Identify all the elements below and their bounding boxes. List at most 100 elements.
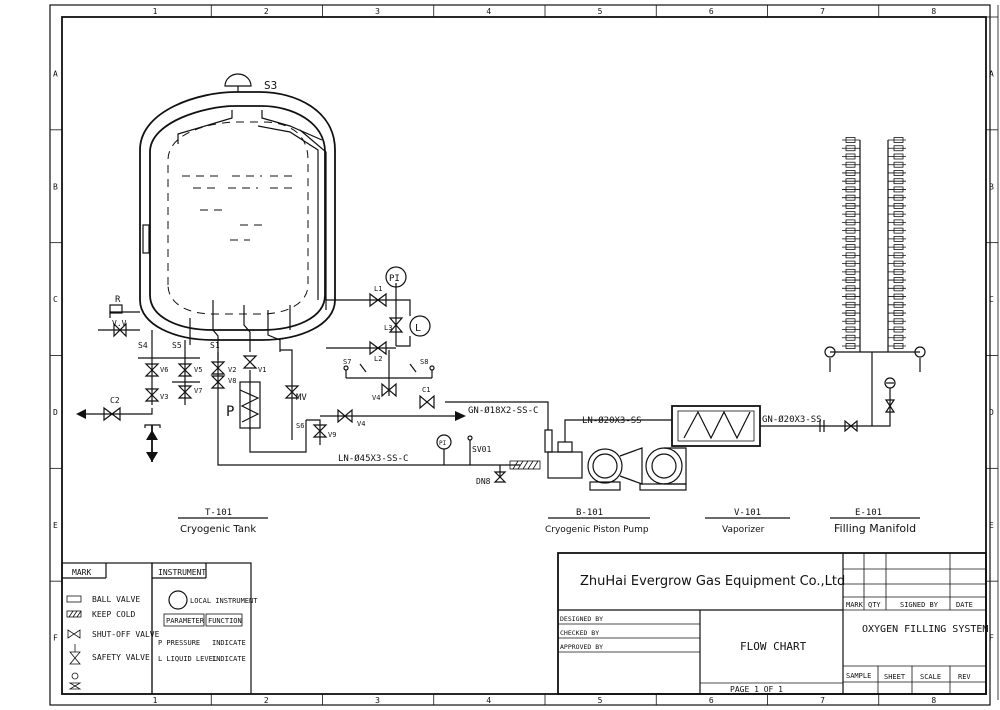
legend-indicate-1: INDICATE [212,639,246,647]
manifold-valve [893,145,904,152]
manifold-valve [845,285,856,292]
tank-valves [138,355,258,402]
manifold-valve [893,343,904,349]
manifold-valve [893,293,904,300]
label-l1: L1 [374,285,382,293]
legend-safety: SAFETY VALVE [92,653,150,662]
manifold-valve [845,170,856,176]
manifold-valve [893,277,904,283]
legend-indicate-2: INDICATE [212,655,246,663]
tank-tag-s3: S3 [264,79,277,92]
drain-outlet [76,406,161,462]
manifold-valve [893,326,904,333]
label-v1: V1 [258,366,266,374]
legend-function: FUNCTION [208,617,242,625]
manifold-valve [845,343,856,349]
manifold-valve [845,277,856,283]
grid-row-label: D [53,408,58,417]
grid-row-label: C [989,295,994,304]
manifold-valve [845,318,856,325]
valve-symbol [144,363,160,377]
manifold-valve [845,186,856,193]
manifold-valve [893,203,904,209]
safety-valve-icon [69,651,81,665]
legend-pressure: P PRESSURE [158,639,200,647]
drawing-title: FLOW CHART [740,640,807,653]
label-s8: S8 [420,358,428,366]
eq-name-vaporizer: Vaporizer [722,525,765,535]
label-v7: V7 [194,387,202,395]
manifold-valve [845,227,856,234]
manifold-valve [845,260,856,267]
manifold-valve [893,194,904,201]
pipe-gn-out: GN-Ø20X3-SS [762,414,822,425]
manifold-valve [845,334,856,341]
eq-tag-manifold: E-101 [855,508,882,518]
grid-row-label: B [989,182,994,191]
manifold-valve [893,137,904,143]
label-v2: V2 [228,366,236,374]
grid-column-label: 8 [931,7,936,16]
label-s6: S6 [296,422,304,430]
manifold-valve [893,334,904,341]
grid-column-label: 1 [153,696,158,705]
col-signed-by: SIGNED BY [900,601,939,609]
label-s4: S4 [138,341,148,350]
manifold-valve [845,326,856,333]
grid-column-label: 6 [709,696,714,705]
legend: MARK INSTRUMENT BALL VALVE KEEP COLD SHU… [61,562,258,695]
manifold-valve [893,310,904,316]
grid-column-label: 6 [709,7,714,16]
label-r: R [115,295,121,305]
legend-parameter: PARAMETER [166,617,205,625]
system-name: OXYGEN FILLING SYSTEM [862,624,988,635]
grid-row-label: C [53,295,58,304]
tank-left-connections: R V.V [98,295,520,466]
manifold-valve [845,153,856,160]
manifold-valve [893,268,904,275]
label-v9: V9 [328,431,336,439]
mv-branch: S6 V9 [280,349,336,445]
label-v5: V5 [194,366,202,374]
legend-shut-off: SHUT-OFF VALVE [92,630,160,639]
instrument-branch: L1 PI L3 L L2 S7 S8 V4 [326,266,435,402]
grid-column-label: 2 [264,696,269,705]
manifold-valve [845,235,856,242]
eq-name-tank: Cryogenic Tank [180,524,256,535]
label-sv01: SV01 [472,445,491,454]
label-s5: S5 [172,341,182,350]
manifold-valve [893,186,904,193]
label-v8: V8 [228,377,236,385]
label-c2: C2 [110,396,120,405]
legend-level: L LIQUID LEVEL [158,655,217,663]
col-date: DATE [956,601,973,609]
eq-tag-vaporizer: V-101 [734,508,761,518]
legend-mark-header: MARK [72,568,91,577]
manifold-valve [893,252,904,259]
manifold-valve [845,203,856,209]
manifold-valve [893,211,904,218]
manifold-valve [893,285,904,292]
legend-keep-cold: KEEP COLD [92,610,136,619]
manifold-valve [845,301,856,308]
grid-row-label: F [989,634,994,643]
pipe-ln-pump: LN-Ø20X3-SS [582,415,642,426]
grid-column-label: 7 [820,7,825,16]
grid-row-label: E [989,521,994,530]
manifold-valve [845,252,856,259]
grid-column-label: 1 [153,7,158,16]
ball-valve-icon [66,595,82,603]
cryogenic-tank: S3 [139,73,336,360]
valve-symbol [242,355,258,369]
legend-local-instrument: LOCAL INSTRUMENT [190,597,258,605]
pipe-gn-return: GN-Ø18X2-SS-C [468,405,538,416]
label-c1: C1 [422,386,430,394]
manifold-valve [845,211,856,218]
cell-scale: SCALE [920,673,941,681]
label-v4: V4 [357,420,365,428]
grid-row-label: D [989,408,994,417]
pressure-builder-coil [239,381,307,453]
grid-column-label: 7 [820,696,825,705]
manifold-valve [893,227,904,234]
